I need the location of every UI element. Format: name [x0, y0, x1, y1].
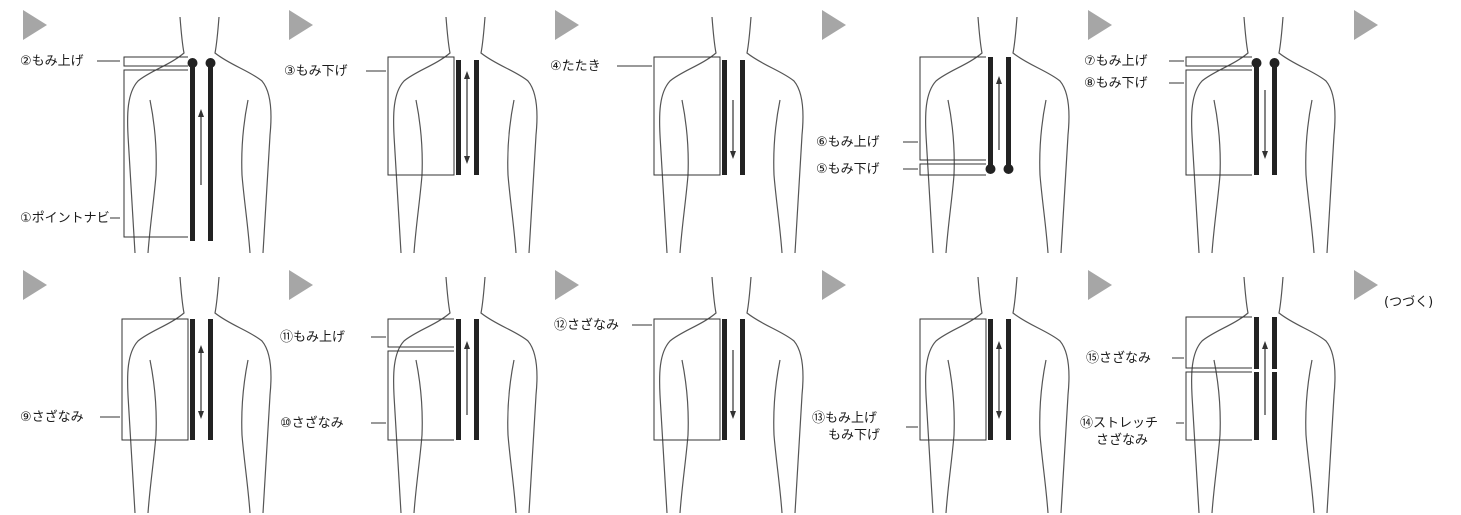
step-marker-icon	[1354, 270, 1378, 300]
step-panel-10: ⑮さざなみ ⑭ストレッチ さざなみ	[1064, 265, 1322, 510]
step-panel-7: ⑪もみ上げ ⑩さざなみ	[266, 265, 524, 510]
back-diagram	[266, 265, 524, 515]
step-panel-3: ④たたき	[532, 5, 790, 250]
back-diagram	[266, 5, 524, 255]
back-diagram	[532, 265, 790, 515]
label-step-15: ⑮さざなみ	[1086, 351, 1151, 366]
step-panel-1: ②もみ上げ ①ポイントナビ	[0, 5, 258, 250]
back-diagram	[532, 5, 790, 255]
label-step-8: ⑧もみ下げ	[1084, 76, 1148, 91]
step-panel-8: ⑫さざなみ	[532, 265, 790, 510]
step-panel-6: ⑨さざなみ	[0, 265, 258, 510]
back-diagram	[0, 265, 258, 515]
continue-label: (つづく)	[1384, 291, 1433, 310]
body-outline	[128, 17, 271, 253]
label-step-5: ⑤もみ下げ	[816, 162, 880, 177]
label-step-2: ②もみ上げ	[20, 54, 84, 69]
label-step-7: ⑦もみ上げ	[1084, 54, 1148, 69]
label-step-4: ④たたき	[550, 59, 601, 74]
label-step-14-sub: さざなみ	[1096, 433, 1148, 448]
back-diagram	[798, 265, 1056, 515]
back-diagram	[1064, 5, 1322, 255]
label-step-11: ⑪もみ上げ	[280, 330, 345, 345]
back-diagram	[1064, 265, 1322, 515]
step-panel-9: ⑬もみ上げ もみ下げ	[798, 265, 1056, 510]
step-panel-4: ⑥もみ上げ ⑤もみ下げ	[798, 5, 1056, 250]
label-step-6: ⑥もみ上げ	[816, 135, 880, 150]
label-step-10: ⑩さざなみ	[280, 416, 344, 431]
label-step-9: ⑨さざなみ	[20, 410, 84, 425]
step-panel-2: ③もみ下げ	[266, 5, 524, 250]
label-step-14: ⑭ストレッチ	[1080, 416, 1158, 431]
label-step-13: ⑬もみ上げ	[812, 411, 877, 426]
label-step-12: ⑫さざなみ	[554, 318, 619, 333]
step-panel-5: ⑦もみ上げ ⑧もみ下げ	[1064, 5, 1322, 250]
back-diagram	[798, 5, 1056, 255]
step-marker-icon	[1354, 10, 1378, 40]
label-step-3: ③もみ下げ	[284, 64, 348, 79]
label-step-1: ①ポイントナビ	[20, 211, 110, 226]
label-step-13-sub: もみ下げ	[828, 428, 880, 443]
